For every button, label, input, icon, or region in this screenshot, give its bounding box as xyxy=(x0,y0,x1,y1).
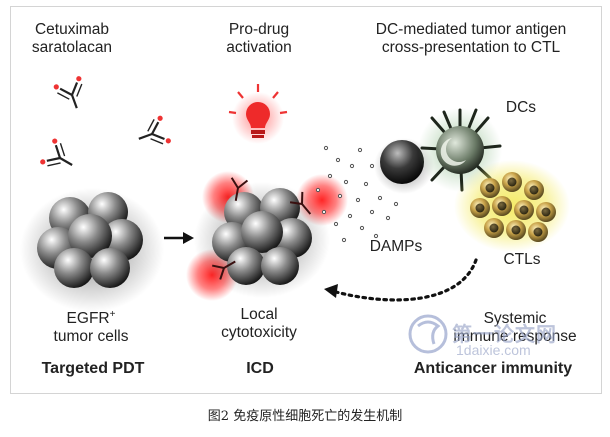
tumor-cluster-icd xyxy=(186,171,348,301)
damps-label: DAMPs xyxy=(369,238,423,255)
section-icd: ICD xyxy=(246,360,274,377)
ctls-label: CTLs xyxy=(503,251,541,268)
antibody-1 xyxy=(53,76,83,109)
antibody-3 xyxy=(40,138,73,167)
systemic-feedback-arrow xyxy=(324,258,478,302)
figure-caption: 图2 免疫原性细胞死亡的发生机制 xyxy=(207,409,403,424)
section-targeted-pdt: Targeted PDT xyxy=(41,360,145,377)
light-bulb-icon xyxy=(228,84,288,144)
egfr-tumor-label: EGFR+ tumor cells xyxy=(36,306,146,346)
damps-particles xyxy=(315,145,399,243)
section-anticancer-immunity: Anticancer immunity xyxy=(413,360,573,377)
ctl-cluster xyxy=(454,160,570,252)
tumor-cluster-left xyxy=(20,188,164,312)
egfr-plus: + xyxy=(109,309,116,320)
antibody-2 xyxy=(138,115,171,145)
arrow-to-icd xyxy=(164,232,194,244)
dcs-label: DCs xyxy=(505,99,537,116)
tumor-cells-text: tumor cells xyxy=(53,328,129,346)
watermark-logo xyxy=(408,314,448,354)
egfr-text: EGFR xyxy=(66,310,110,328)
watermark-text: 第一论文网 xyxy=(452,324,557,346)
watermark-url: 1daixie.com xyxy=(456,342,531,358)
